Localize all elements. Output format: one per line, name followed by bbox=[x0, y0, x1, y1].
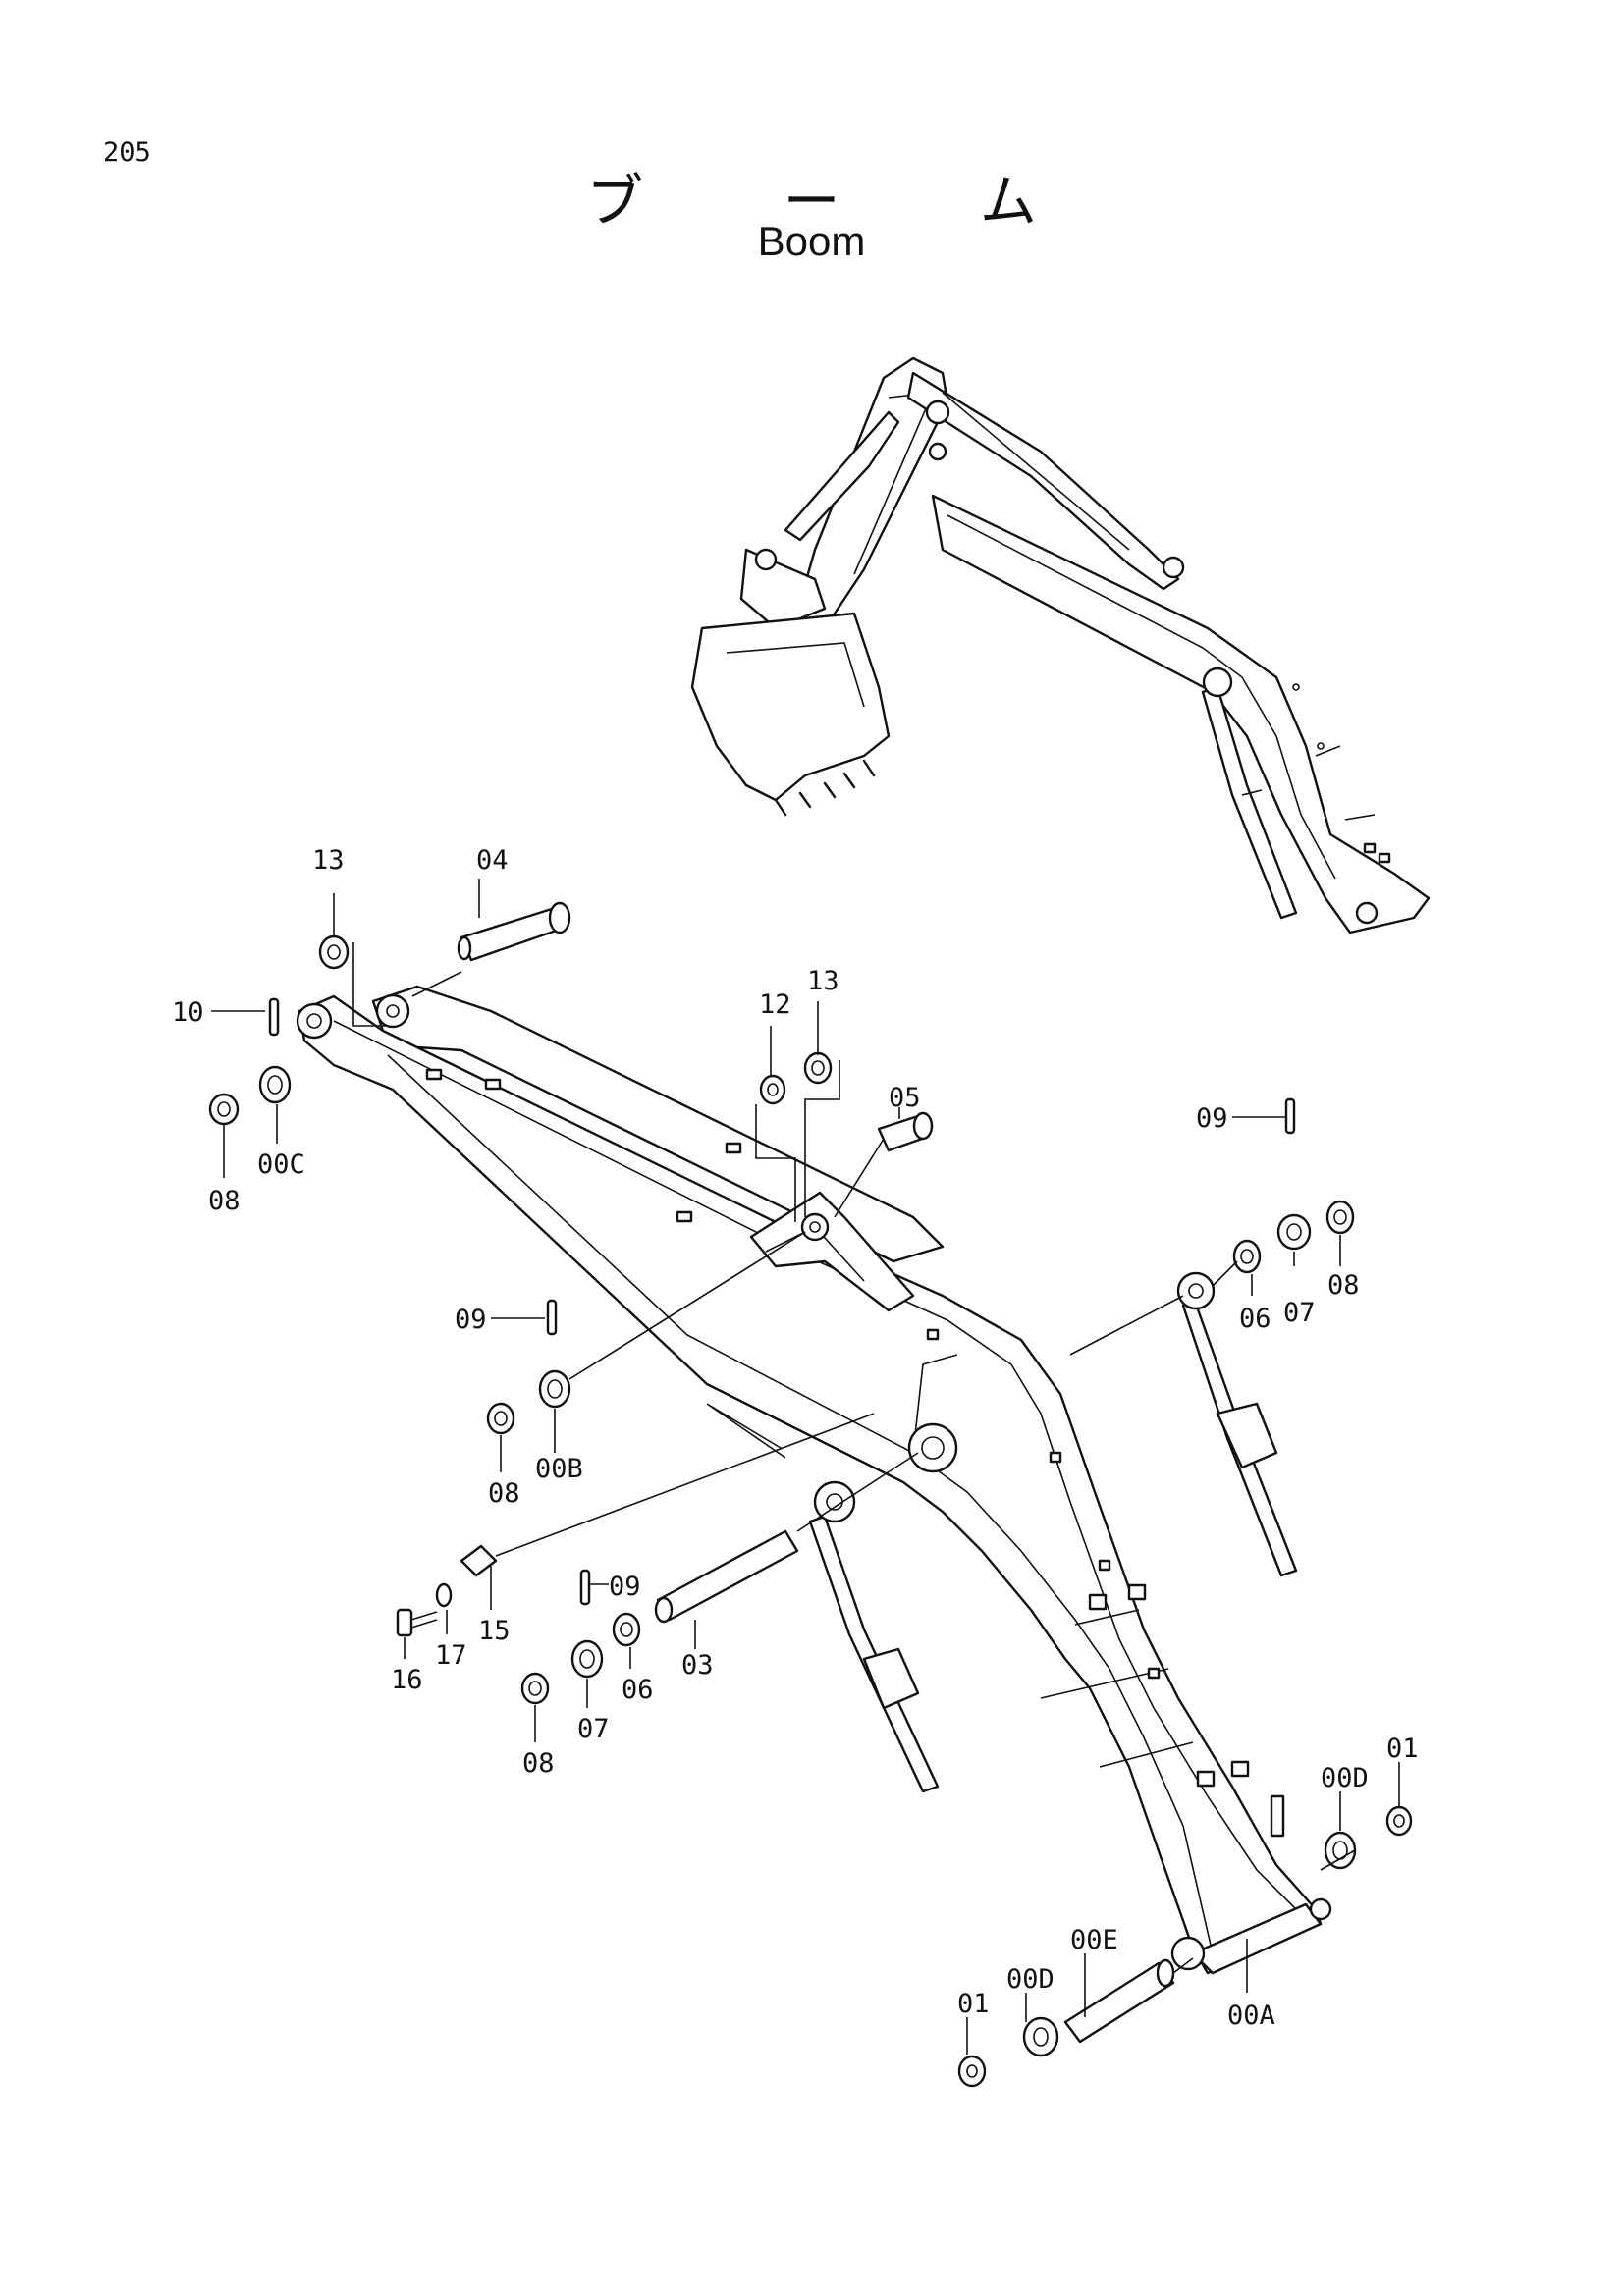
leader-lines bbox=[211, 879, 1400, 2055]
boom-main-illustration bbox=[296, 985, 1332, 1975]
callout-15: 15 bbox=[478, 1616, 511, 1646]
callout-07b: 07 bbox=[577, 1714, 610, 1744]
callout-08d: 08 bbox=[522, 1748, 555, 1779]
page-number: 205 bbox=[103, 137, 151, 168]
callout-13a: 13 bbox=[312, 845, 345, 876]
callout-06a: 06 bbox=[1239, 1304, 1271, 1334]
callout-06b: 06 bbox=[622, 1675, 654, 1705]
callout-05: 05 bbox=[889, 1083, 921, 1113]
callout-16: 16 bbox=[391, 1665, 423, 1695]
callout-12: 12 bbox=[759, 989, 791, 1020]
callout-08a: 08 bbox=[208, 1186, 241, 1216]
callout-13b: 13 bbox=[807, 966, 839, 996]
callout-00C: 00C bbox=[257, 1149, 305, 1180]
callout-09c: 09 bbox=[609, 1572, 641, 1602]
callout-00Db: 00D bbox=[1321, 1763, 1369, 1793]
callout-09b: 09 bbox=[455, 1305, 487, 1335]
loose-parts bbox=[208, 901, 1413, 2088]
callout-03: 03 bbox=[681, 1650, 714, 1681]
callout-01b: 01 bbox=[1386, 1734, 1419, 1764]
callout-10: 10 bbox=[172, 997, 204, 1028]
boom-cylinders bbox=[808, 1271, 1298, 1793]
callout-09a: 09 bbox=[1196, 1103, 1228, 1134]
callout-00E: 00E bbox=[1070, 1925, 1118, 1955]
callout-01a: 01 bbox=[957, 1989, 990, 2019]
callout-08b: 08 bbox=[1327, 1270, 1360, 1301]
callout-08c: 08 bbox=[488, 1478, 520, 1509]
callout-17: 17 bbox=[435, 1640, 467, 1671]
callout-00A: 00A bbox=[1227, 2001, 1275, 2031]
callout-07a: 07 bbox=[1283, 1298, 1316, 1328]
callout-00Da: 00D bbox=[1006, 1964, 1055, 1995]
title-english: Boom bbox=[757, 218, 866, 264]
callout-labels: 13 04 10 00C 08 12 13 05 09 06 07 08 09 … bbox=[172, 845, 1419, 2031]
callout-04: 04 bbox=[476, 845, 509, 876]
excavator-overview-illustration bbox=[690, 356, 1431, 934]
title-japanese: ブ ー ム bbox=[586, 168, 1098, 235]
callout-00B: 00B bbox=[535, 1454, 583, 1484]
